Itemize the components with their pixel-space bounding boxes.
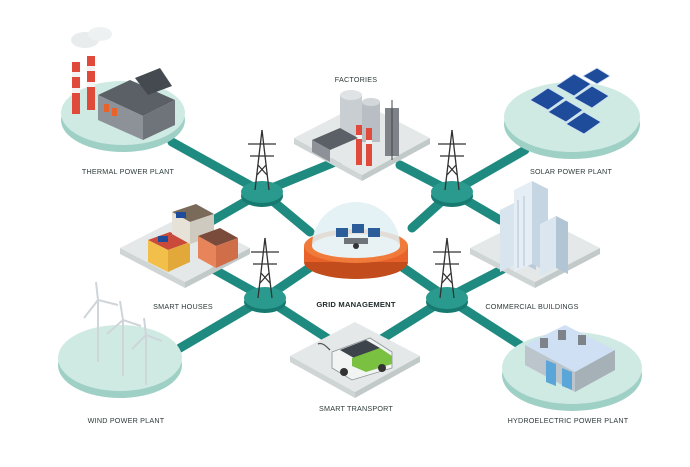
pylon-icon [248, 129, 276, 191]
label-wind: WIND POWER PLANT [87, 416, 165, 425]
hub-junctions [241, 181, 473, 313]
platform-wind [58, 325, 182, 398]
label-transport: SMART TRANSPORT [319, 404, 393, 413]
factory-icon [312, 90, 399, 166]
control-center-dome [304, 202, 408, 279]
office-building-icon [500, 181, 568, 276]
dam-icon [525, 325, 615, 392]
pylon-icon [438, 129, 466, 191]
label-commercial: COMMERCIAL BUILDINGS [485, 302, 579, 311]
pylon-icon [251, 237, 279, 299]
thermal-plant-icon [71, 27, 175, 140]
pylon-icon [433, 237, 461, 299]
label-grid: GRID MANAGEMENT [316, 300, 396, 309]
label-houses: SMART HOUSES [153, 302, 213, 311]
label-hydro: HYDROELECTRIC POWER PLANT [507, 416, 629, 425]
label-factories: FACTORIES [334, 75, 378, 84]
electric-car-icon [317, 337, 393, 381]
label-solar: SOLAR POWER PLANT [529, 167, 613, 176]
house-icon [148, 204, 238, 272]
wind-turbine-icon [83, 281, 163, 385]
solar-panel-icon [529, 67, 611, 135]
label-thermal: THERMAL POWER PLANT [81, 167, 175, 176]
